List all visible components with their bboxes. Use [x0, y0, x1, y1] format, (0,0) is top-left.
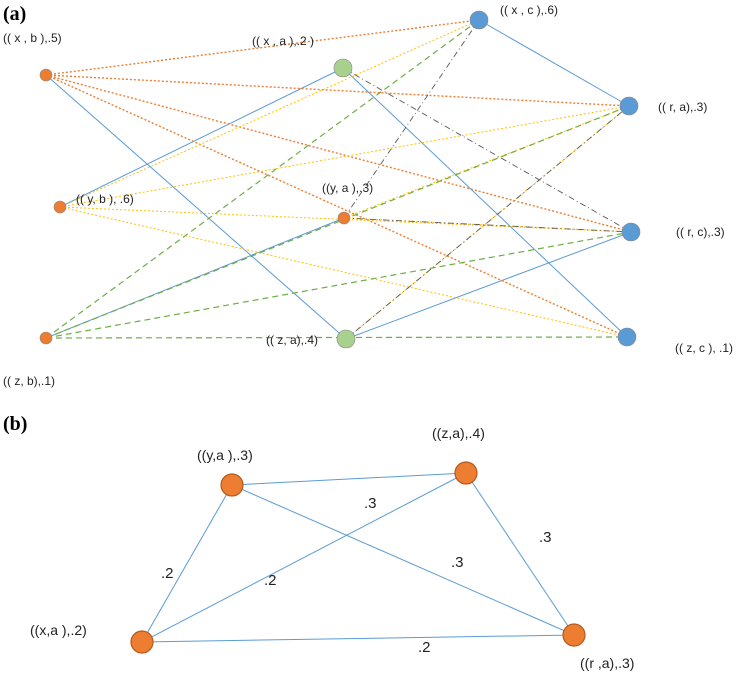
- node-rc: [621, 222, 641, 242]
- edge-xb-rc: [45, 74, 632, 233]
- weight-ya-ra: .3: [451, 554, 464, 571]
- label-ra: (( r, a),.3): [658, 100, 707, 114]
- node-xc: [469, 10, 489, 30]
- edge-za-rc: [345, 231, 632, 340]
- label-b-za: ((z,a),.4): [432, 425, 485, 441]
- edge-b-xa-ra: [141, 634, 575, 643]
- edge-b-ya-ra: [231, 484, 575, 636]
- node-ra: [619, 96, 639, 116]
- edge-yb-zc: [59, 206, 628, 338]
- panel-a: (a): [3, 3, 733, 388]
- edge-xa-rc: [342, 67, 632, 233]
- node-xa: [333, 58, 353, 78]
- label-za: (( z, a),.4): [266, 333, 318, 347]
- edge-xc-ra: [478, 19, 630, 107]
- label-b-xa: ((x,a ),.2): [30, 622, 87, 638]
- label-xc: (( x , c ),.6): [500, 3, 558, 17]
- edge-xb-xc: [45, 19, 480, 76]
- panel-b-nodes: [130, 461, 586, 654]
- weight-za-ra: .3: [539, 529, 552, 546]
- node-b-za: [454, 461, 478, 485]
- edge-xa-zc: [342, 67, 628, 338]
- edge-b-za-ra: [465, 472, 575, 636]
- edge-ya-xc: [343, 19, 480, 219]
- label-b-ra: ((r ,a),.3): [580, 655, 634, 671]
- weight-xa-ra: .2: [418, 639, 431, 656]
- edge-zb-zc: [45, 336, 628, 339]
- panel-a-tag: (a): [3, 3, 26, 25]
- node-b-ya: [220, 473, 244, 497]
- label-xb: (( x , b ),.5): [3, 31, 62, 45]
- node-ya: [337, 211, 351, 225]
- edge-b-ya-za: [231, 472, 467, 486]
- panel-a-edges-green: [45, 19, 632, 339]
- panel-b-tag: (b): [3, 413, 27, 435]
- label-b-ya: ((y,a ),.3): [197, 447, 253, 463]
- node-yb: [53, 200, 67, 214]
- label-xa: (( x , a ),.2 ): [252, 34, 314, 48]
- panel-a-edges-gray: [342, 19, 632, 340]
- node-zb: [39, 331, 53, 345]
- label-zb: (( z, b),.1): [3, 374, 55, 388]
- node-za: [336, 329, 356, 349]
- edge-ya-rc: [343, 217, 632, 233]
- node-b-xa: [130, 630, 154, 654]
- weight-ya-xa: .2: [161, 565, 174, 582]
- panel-b: (b) ((y,a ),.3) ((z,a),.4) ((x,a ),.2) (…: [3, 413, 634, 671]
- edge-xb-ra: [45, 74, 630, 107]
- edge-za-ra: [345, 105, 630, 340]
- edge-zb-ra: [45, 105, 630, 339]
- edge-yb-ra: [59, 105, 630, 208]
- edge-zb-xc: [45, 19, 480, 339]
- edge-yb-xc: [59, 19, 480, 208]
- node-b-ra: [562, 623, 586, 647]
- edge-yb-xa: [59, 67, 344, 208]
- weight-ya-za: .3: [364, 495, 377, 512]
- panel-a-edges-orange: [45, 19, 632, 338]
- panel-b-edges: [141, 472, 575, 643]
- label-rc: (( r, c),.3): [676, 225, 725, 239]
- edge-zb-rc: [45, 231, 632, 339]
- edge-xb-za: [45, 74, 347, 340]
- edge-zb-ya: [45, 217, 345, 339]
- weight-xa-za: .2: [264, 572, 277, 589]
- edge-xb-zc: [45, 74, 628, 338]
- edge-b-ya-xa: [141, 484, 233, 643]
- edge-ya-ra: [343, 105, 630, 219]
- panel-a-nodes: [39, 10, 641, 349]
- node-zc: [617, 327, 637, 347]
- label-zc: (( z, c ), .1): [675, 341, 733, 355]
- edge-b-xa-za: [141, 472, 467, 643]
- node-xb: [39, 68, 53, 82]
- label-yb: (( y, b ), .6): [76, 192, 134, 206]
- label-ya: ((y, a ),.3): [322, 181, 373, 195]
